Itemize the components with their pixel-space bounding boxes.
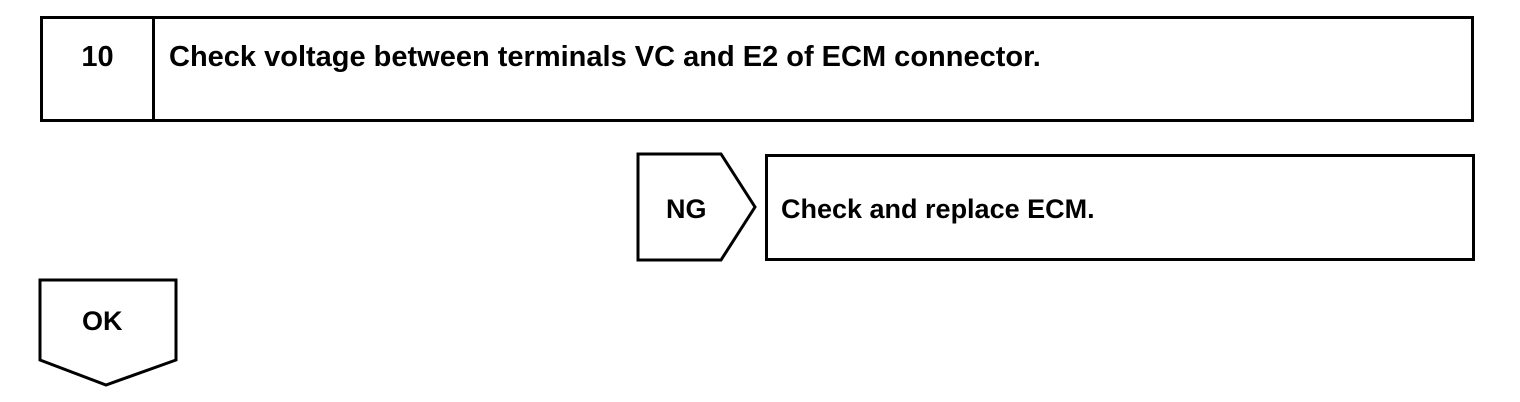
ng-label: NG [666, 194, 707, 224]
ng-action-text: Check and replace ECM. [781, 194, 1095, 224]
ok-label: OK [82, 306, 123, 336]
step-number-cell: 10 [43, 19, 155, 119]
step-number: 10 [81, 41, 114, 73]
ng-arrow-shape [636, 152, 757, 262]
step-box: 10 Check voltage between terminals VC an… [40, 16, 1474, 122]
step-title: Check voltage between terminals VC and E… [169, 41, 1041, 73]
ng-action-box: Check and replace ECM. [765, 154, 1475, 261]
ok-arrow-shape [38, 278, 178, 387]
